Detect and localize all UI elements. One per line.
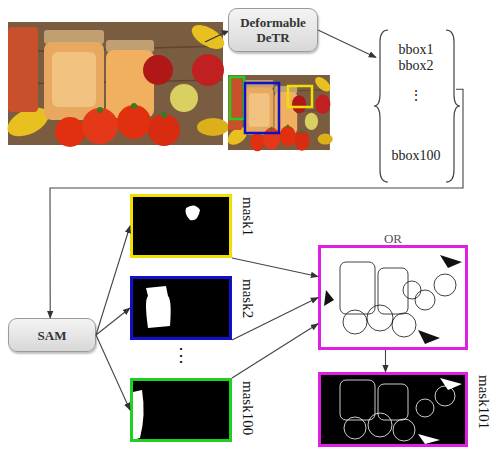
bbox-set: bbox1bbox2 ⋮ bbox100 [376, 30, 456, 182]
bbox-item: bbox100 [392, 148, 441, 164]
flow-arrow [232, 298, 318, 341]
input-arrow [205, 30, 229, 42]
mask-label: mask2 [239, 279, 256, 318]
mask-frame: mask2 [130, 276, 232, 340]
process-box: SAM [8, 318, 96, 352]
merged-mask-frame: OR [318, 245, 468, 350]
bbox-item: bbox2 [399, 58, 434, 74]
flow-arrow [96, 226, 130, 335]
mask-label: mask1 [239, 197, 256, 236]
frame-heading: OR [321, 231, 465, 247]
detection-preview [226, 74, 333, 151]
process-box: Deformable DeTR [228, 8, 318, 52]
flow-arrow [96, 335, 130, 410]
ellipsis-mark: ⋮ [172, 344, 190, 366]
bbox-item: bbox1 [399, 42, 434, 58]
mask-frame: mask101 [318, 372, 468, 447]
flow-arrow [232, 324, 318, 378]
flow-arrow [385, 350, 386, 372]
flow-arrow [232, 258, 318, 277]
box-label: SAM [38, 328, 67, 343]
mask-images [130, 194, 468, 447]
bbox-item: ⋮ [409, 88, 423, 104]
mask-label: mask101 [475, 375, 492, 429]
box-label: Deformable DeTR [229, 15, 317, 45]
input-photo [3, 20, 229, 147]
mask-frame: mask100 [130, 378, 232, 442]
brace-symbol [374, 30, 460, 182]
flow-arrow [318, 30, 376, 57]
flow-arrow [96, 308, 130, 335]
mask-label: mask100 [239, 381, 256, 435]
flow-arrow [50, 89, 463, 318]
mask-frame: mask1 [130, 194, 232, 258]
